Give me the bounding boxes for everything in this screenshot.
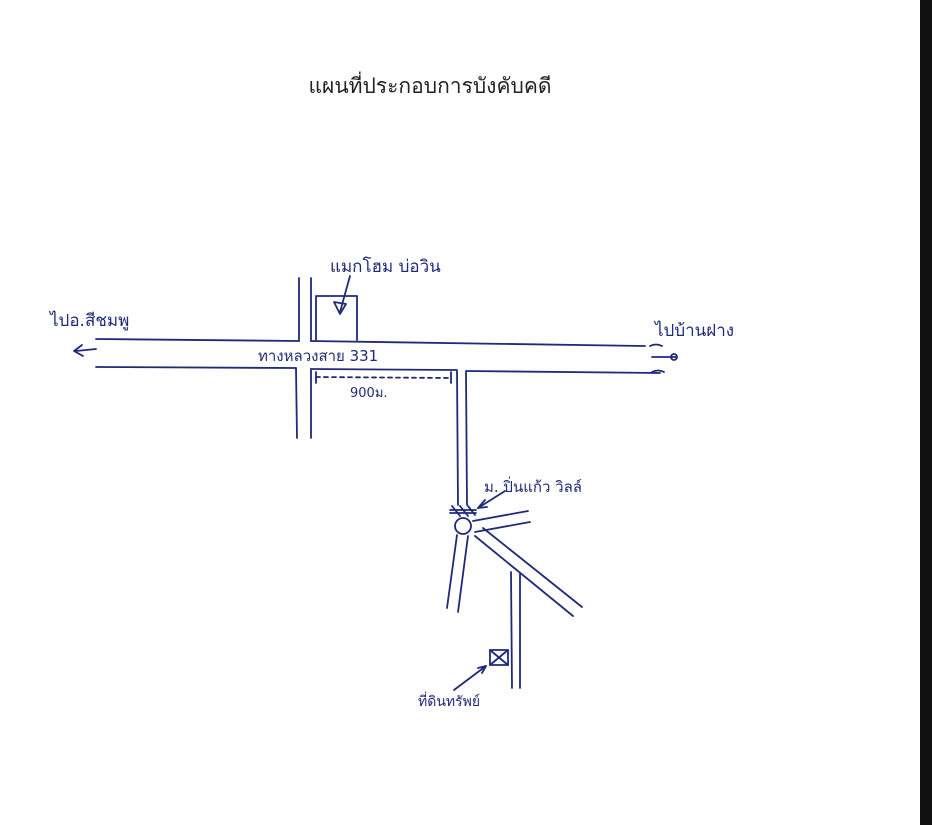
property-marker (489, 649, 509, 666)
property-road (510, 571, 521, 689)
side-road (456, 370, 468, 506)
label-to-left: ไปอ.สีชมพู (48, 310, 129, 331)
landmark-box (315, 295, 358, 341)
branch-road-east (472, 510, 531, 533)
landmark-arrow (339, 275, 351, 313)
label-to-right: ไปบ้านฝาง (653, 320, 734, 341)
branch-road-southeast (474, 527, 583, 617)
highway-upper-edge (95, 338, 646, 347)
road-end-mark-right (649, 343, 665, 373)
arrow-left-icon (73, 344, 97, 357)
village-label: ม. ปิ่นแก้ว วิลล์ (484, 476, 582, 496)
property-arrow (453, 665, 487, 691)
branch-road-southwest (446, 534, 469, 613)
cross-road-left-lower (295, 367, 312, 439)
roundabout (454, 517, 472, 535)
map-title: แผนที่ประกอบการบังคับคดี (308, 74, 552, 98)
distance-line (315, 376, 452, 379)
highway-lower-edge (95, 366, 661, 374)
distance-label: 900ม. (350, 386, 388, 401)
page-edge (920, 0, 932, 825)
cross-road-left-upper (298, 277, 312, 342)
road-label: ทางหลวงสาย 331 (258, 347, 378, 365)
landmark-label: แมกโฮม บ่อวิน (330, 256, 441, 277)
village-arrow (477, 490, 506, 509)
village-gate (449, 505, 477, 517)
property-label: ที่ดินทรัพย์ (418, 692, 480, 710)
